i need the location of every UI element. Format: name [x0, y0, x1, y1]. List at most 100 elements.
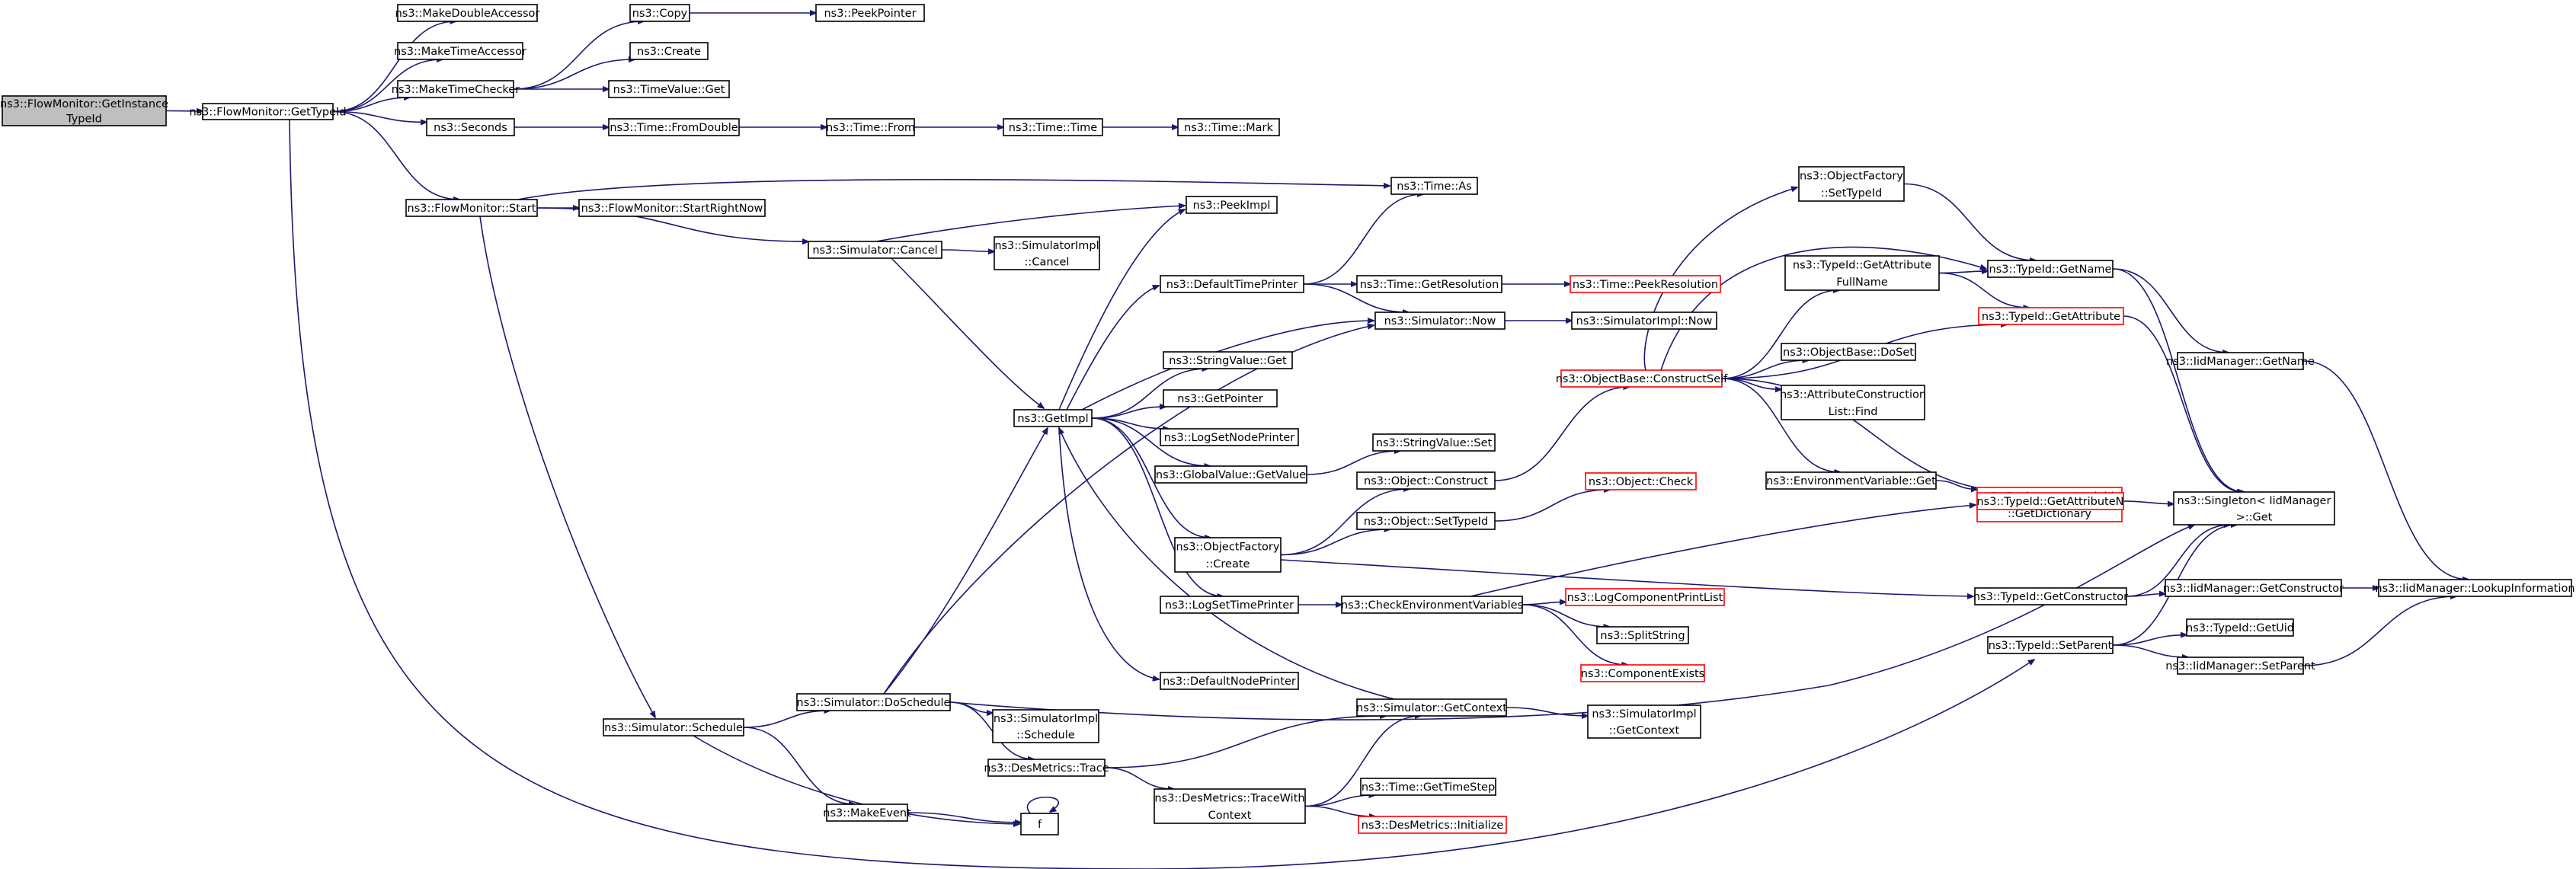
node-peekimpl[interactable]: ns3::PeekImpl — [1186, 196, 1278, 214]
call-edge-typeid_getconstructor-to-iidmanager_getconstructor — [2126, 594, 2165, 596]
node-object-construct[interactable]: ns3::Object::Construct — [1356, 471, 1496, 490]
node-defaulttimeprinter[interactable]: ns3::DefaultTimePrinter — [1160, 275, 1304, 293]
node-box — [2165, 579, 2342, 597]
node-simimpl-cancel[interactable]: ns3::SimulatorImpl::Cancel — [994, 236, 1100, 270]
node-typeid-getattribute[interactable]: ns3::TypeId::GetAttribute — [1978, 307, 2124, 325]
node-seconds[interactable]: ns3::Seconds — [426, 118, 515, 136]
node-makedoubleaccessor[interactable]: ns3::MakeDoubleAccessor — [395, 4, 540, 22]
node-sim-schedule[interactable]: ns3::Simulator::Schedule — [603, 718, 744, 736]
node-box — [1163, 351, 1293, 369]
node-label: ns3::SimulatorImpl — [1592, 708, 1696, 720]
node-iidmanager-lookupinformation[interactable]: ns3::IidManager::LookupInformation — [2375, 579, 2575, 597]
node-label: ns3::Time::PeekResolution — [1573, 279, 1718, 291]
node-label: ns3::EnvironmentVariable::Get — [1766, 475, 1936, 487]
node-envvar-get[interactable]: ns3::EnvironmentVariable::Get — [1765, 471, 1937, 490]
call-edge-sim_getcontext-to-getimpl — [1059, 428, 1395, 700]
node-box — [1160, 672, 1299, 690]
node-globalvalue-getvalue[interactable]: ns3::GlobalValue::GetValue — [1154, 465, 1307, 484]
node-copy[interactable]: ns3::Copy — [629, 4, 690, 22]
node-label: ::Cancel — [1025, 256, 1070, 268]
node-sim-doschedule[interactable]: ns3::Simulator::DoSchedule — [796, 693, 951, 711]
node-time-fromdouble[interactable]: ns3::Time::FromDouble — [608, 118, 740, 136]
node-defaultnodeprinter[interactable]: ns3::DefaultNodePrinter — [1160, 672, 1299, 690]
node-singleton-get[interactable]: ns3::Singleton< IidManager >::Get — [2173, 491, 2335, 526]
node-typeid-getattributen[interactable]: ns3::TypeId::GetAttributeN — [1976, 492, 2124, 510]
node-peekpointer[interactable]: ns3::PeekPointer — [815, 4, 925, 22]
node-gettypeid[interactable]: ns3::FlowMonitor::GetTypeId — [189, 103, 347, 120]
node-flowmonitor-start[interactable]: ns3::FlowMonitor::Start — [405, 199, 538, 217]
call-edge-desmetrics_trace-to-sim_getcontext — [1104, 716, 1386, 768]
node-startrightnow[interactable]: ns3::FlowMonitor::StartRightNow — [578, 199, 766, 217]
node-box — [2177, 657, 2304, 675]
node-iidmanager-getconstructor[interactable]: ns3::IidManager::GetConstructor — [2163, 579, 2344, 597]
node-label: ns3::MakeDoubleAccessor — [395, 8, 540, 20]
node-maketimeaccessor[interactable]: ns3::MakeTimeAccessor — [394, 42, 526, 60]
node-time-as[interactable]: ns3::Time::As — [1390, 177, 1478, 195]
node-simimpl-now[interactable]: ns3::SimulatorImpl::Now — [1571, 311, 1717, 330]
node-label: ns3::IidManager::SetParent — [2165, 660, 2315, 673]
node-desmetrics-initialize[interactable]: ns3::DesMetrics::Initialize — [1358, 816, 1507, 834]
node-typeid-getname[interactable]: ns3::TypeId::GetName — [1987, 260, 2114, 278]
node-typeid-getuid[interactable]: ns3::TypeId::GetUid — [2186, 618, 2294, 637]
node-typeid-setparent[interactable]: ns3::TypeId::SetParent — [1987, 636, 2114, 654]
node-time-getresolution[interactable]: ns3::Time::GetResolution — [1356, 275, 1502, 293]
call-edge-sim_schedule-to-makeevent — [743, 727, 855, 804]
node-simimpl-schedule[interactable]: ns3::SimulatorImpl::Schedule — [992, 709, 1099, 743]
node-box — [808, 241, 942, 259]
node-checkenvvars[interactable]: ns3::CheckEnvironmentVariables — [1341, 596, 1523, 614]
node-logcomponentprintlist[interactable]: ns3::LogComponentPrintList — [1565, 588, 1725, 606]
node-time-mark[interactable]: ns3::Time::Mark — [1177, 118, 1280, 136]
node-time-peekresolution[interactable]: ns3::Time::PeekResolution — [1570, 275, 1721, 293]
call-edge-maketimechecker-to-create — [513, 59, 635, 90]
node-time-time[interactable]: ns3::Time::Time — [1003, 118, 1103, 136]
node-objectfactory-settypeid[interactable]: ns3::ObjectFactory::SetTypeId — [1798, 166, 1905, 202]
node-box — [1987, 260, 2114, 278]
node-label: ns3::DesMetrics::Trace — [984, 762, 1109, 775]
node-objectbase-doset[interactable]: ns3::ObjectBase::DoSet — [1781, 343, 1916, 361]
node-box — [1160, 596, 1299, 614]
node-label: ns3::PeekPointer — [824, 8, 916, 20]
node-iidmanager-setparent[interactable]: ns3::IidManager::SetParent — [2165, 657, 2315, 675]
node-sim-cancel[interactable]: ns3::Simulator::Cancel — [808, 241, 942, 259]
node-getimpl[interactable]: ns3::GetImpl — [1013, 409, 1093, 427]
node-simimpl-getcontext[interactable]: ns3::SimulatorImpl::GetContext — [1587, 704, 1701, 739]
call-edge-flowmonitor_start-to-sim_schedule — [479, 216, 655, 717]
node-logsettimeprinter[interactable]: ns3::LogSetTimePrinter — [1160, 596, 1299, 614]
call-edge-defaulttimeprinter-to-sim_now — [1303, 283, 1409, 312]
node-splitstring[interactable]: ns3::SplitString — [1596, 626, 1689, 644]
node-box — [2378, 579, 2572, 597]
call-edge-sim_cancel-to-simimpl_cancel — [941, 250, 994, 251]
node-stringvalue-set[interactable]: ns3::StringValue::Set — [1372, 433, 1496, 452]
node-typeid-getconstructor[interactable]: ns3::TypeId::GetConstructor — [1973, 587, 2128, 605]
node-makeevent[interactable]: ns3::MakeEvent — [823, 804, 911, 822]
node-stringvalue-get[interactable]: ns3::StringValue::Get — [1163, 351, 1293, 369]
node-logsetnodeprinter[interactable]: ns3::LogSetNodePrinter — [1160, 428, 1299, 446]
node-objectfactory-create[interactable]: ns3::ObjectFactory::Create — [1174, 537, 1282, 573]
node-object-settypeid[interactable]: ns3::Object::SetTypeId — [1356, 512, 1496, 530]
node-time-gettimestep[interactable]: ns3::Time::GetTimeStep — [1360, 778, 1496, 796]
node-create[interactable]: ns3::Create — [629, 42, 709, 60]
node-objectbase-constructself[interactable]: ns3::ObjectBase::ConstructSelf — [1556, 369, 1728, 388]
node-object-check[interactable]: ns3::Object::Check — [1585, 472, 1697, 490]
node-sim-getcontext[interactable]: ns3::Simulator::GetContext — [1356, 698, 1507, 717]
node-iidmanager-getname[interactable]: ns3::IidManager::GetName — [2166, 352, 2315, 370]
node-maketimechecker[interactable]: ns3::MakeTimeChecker — [392, 80, 520, 98]
node-desmetrics-trace[interactable]: ns3::DesMetrics::Trace — [984, 759, 1109, 777]
node-sim-now[interactable]: ns3::Simulator::Now — [1374, 311, 1506, 330]
call-edge-checkenvvars-to-envvar_getdictionary — [1470, 505, 1976, 597]
node-label: ns3::TypeId::GetAttributeN — [1976, 496, 2123, 508]
node-componentexists[interactable]: ns3::ComponentExists — [1580, 664, 1705, 682]
node-f[interactable]: f — [1020, 813, 1059, 835]
node-timevalue-get[interactable]: ns3::TimeValue::Get — [608, 80, 730, 98]
node-box — [1784, 255, 1940, 291]
node-box — [994, 236, 1100, 270]
node-label: ns3::AttributeConstruction — [1780, 388, 1926, 401]
node-getpointer[interactable]: ns3::GetPointer — [1163, 389, 1278, 407]
call-edge-sim_doschedule-to-sim_now — [883, 325, 1374, 695]
node-label: ns3::FlowMonitor::GetTypeId — [189, 107, 346, 119]
node-time-from[interactable]: ns3::Time::From — [826, 118, 915, 136]
